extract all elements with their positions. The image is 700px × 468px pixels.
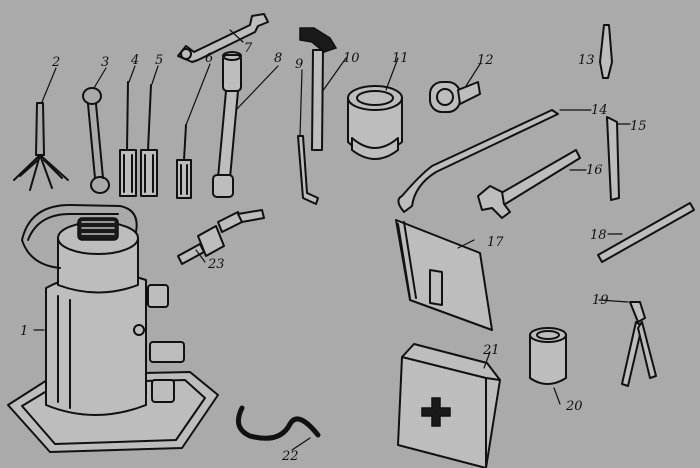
ring-spanner-icon	[429, 81, 481, 113]
label-21: 21	[482, 343, 500, 358]
label-11: 11	[392, 51, 409, 66]
label-12: 12	[477, 53, 494, 68]
label-19: 19	[592, 293, 609, 308]
screwdriver-icon	[140, 84, 158, 197]
tire-valve-fitting-icon	[177, 209, 265, 265]
label-4: 4	[130, 53, 139, 68]
label-22: 22	[281, 449, 299, 464]
hex-key-icon	[297, 135, 319, 205]
label-5: 5	[155, 53, 163, 68]
label-17: 17	[487, 235, 504, 250]
label-10: 10	[343, 51, 360, 66]
label-6: 6	[205, 51, 213, 66]
label-23: 23	[207, 257, 225, 272]
label-7: 7	[244, 41, 253, 56]
label-9: 9	[295, 57, 303, 72]
hose-icon	[235, 405, 321, 441]
tire-lever-icon	[397, 109, 559, 213]
box-spanner-icon	[82, 87, 110, 194]
label-15: 15	[630, 119, 647, 134]
label-13: 13	[578, 53, 595, 68]
label-16: 16	[586, 163, 603, 178]
label-20: 20	[565, 399, 583, 414]
label-14: 14	[591, 103, 608, 118]
socket-wrench-icon	[212, 51, 242, 198]
leader-lines	[33, 29, 631, 451]
large-socket-icon	[347, 85, 403, 160]
screwdriver-icon	[119, 81, 137, 197]
first-aid-kit-icon	[397, 343, 501, 468]
label-8: 8	[274, 51, 282, 66]
chisel-icon	[606, 116, 620, 201]
tool-bag-icon	[395, 219, 493, 331]
small-socket-icon	[529, 327, 567, 385]
cross-shaped-tool-icon	[13, 102, 69, 191]
hammer-icon	[299, 27, 338, 151]
label-2: 2	[51, 55, 60, 70]
rod-icon	[597, 202, 695, 263]
open-end-wrench-icon	[177, 13, 269, 63]
part-number-labels: 1 2 3 4 5 6 7 8 9 10 11 12 13 14 15 16 1…	[20, 41, 647, 464]
pliers-icon	[621, 301, 657, 387]
bottle-jack-icon	[7, 204, 219, 453]
adjustable-wrench-icon	[477, 149, 581, 219]
label-1: 1	[20, 324, 28, 339]
punch-icon	[599, 24, 613, 79]
screwdriver-icon	[176, 124, 192, 199]
label-18: 18	[590, 228, 607, 243]
label-3: 3	[101, 55, 109, 70]
